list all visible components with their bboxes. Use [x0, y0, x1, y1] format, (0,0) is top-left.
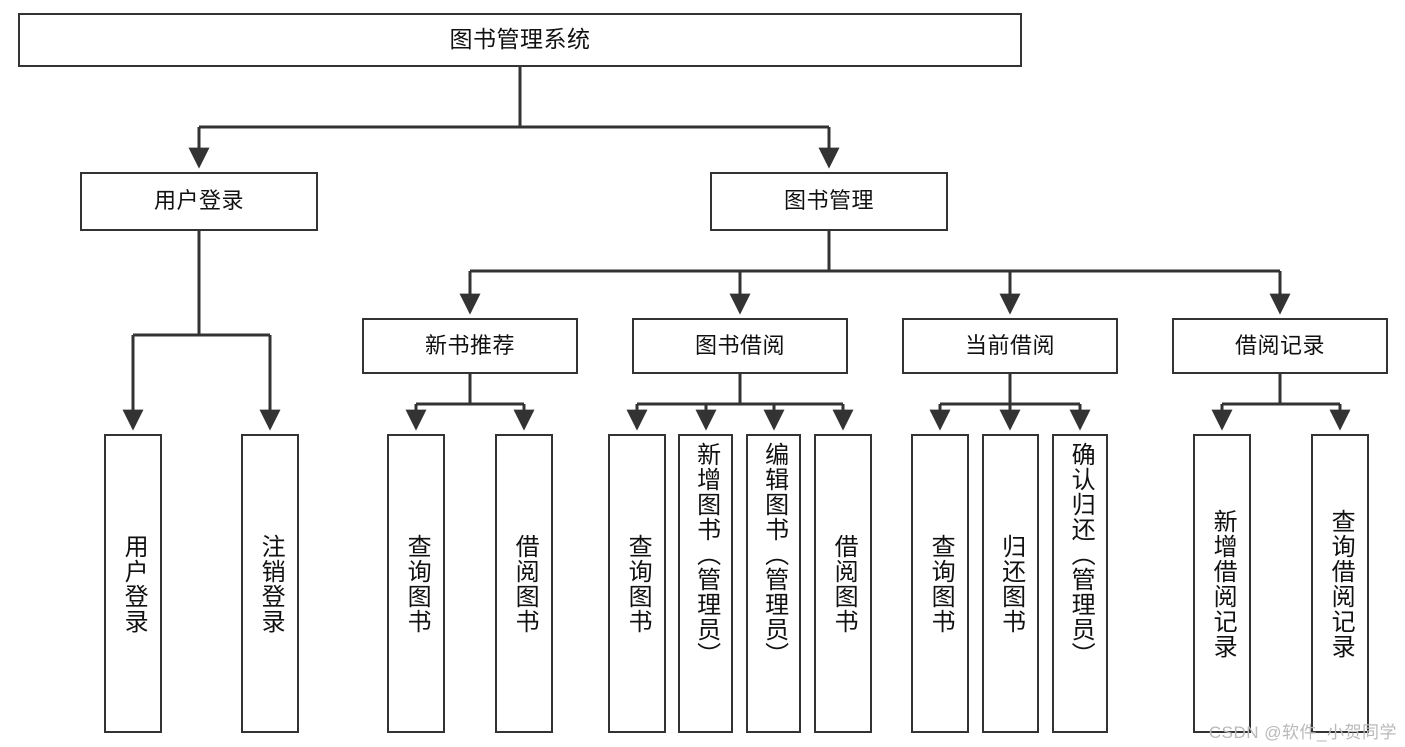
node-new-book-recommend[interactable]: 新书推荐 — [362, 318, 578, 374]
node-leaf-confirm-return-label: 确认归还（管理员） — [1067, 442, 1095, 667]
node-leaf-logout-login[interactable]: 注销登录 — [241, 434, 299, 733]
node-leaf-add-book-label: 新增图书（管理员） — [692, 442, 720, 667]
node-leaf-add-record-label: 新增借阅记录 — [1209, 508, 1237, 659]
node-leaf-edit-book-label: 编辑图书（管理员） — [760, 442, 788, 667]
node-leaf-query-book-2-label: 查询图书 — [624, 533, 652, 634]
node-leaf-add-record[interactable]: 新增借阅记录 — [1193, 434, 1251, 733]
node-book-borrow-label: 图书借阅 — [694, 332, 785, 358]
node-leaf-query-record[interactable]: 查询借阅记录 — [1311, 434, 1369, 733]
node-borrow-record[interactable]: 借阅记录 — [1172, 318, 1388, 374]
node-leaf-borrow-book-1[interactable]: 借阅图书 — [495, 434, 553, 733]
node-current-borrow[interactable]: 当前借阅 — [902, 318, 1118, 374]
node-root-system-label: 图书管理系统 — [449, 26, 591, 53]
node-leaf-borrow-book-1-label: 借阅图书 — [511, 533, 539, 634]
node-root-system[interactable]: 图书管理系统 — [18, 13, 1022, 67]
node-leaf-edit-book[interactable]: 编辑图书（管理员） — [746, 434, 801, 733]
node-leaf-confirm-return[interactable]: 确认归还（管理员） — [1052, 434, 1108, 733]
node-leaf-query-book-3-label: 查询图书 — [927, 533, 955, 634]
node-book-manage[interactable]: 图书管理 — [710, 172, 948, 231]
node-borrow-record-label: 借阅记录 — [1234, 332, 1325, 358]
node-new-book-recommend-label: 新书推荐 — [424, 332, 515, 358]
node-leaf-query-book-1-label: 查询图书 — [403, 533, 431, 634]
node-leaf-return-book[interactable]: 归还图书 — [982, 434, 1039, 733]
node-book-borrow[interactable]: 图书借阅 — [632, 318, 848, 374]
node-leaf-query-book-1[interactable]: 查询图书 — [387, 434, 445, 733]
node-leaf-return-book-label: 归还图书 — [997, 533, 1025, 634]
node-leaf-add-book[interactable]: 新增图书（管理员） — [678, 434, 733, 733]
node-book-manage-label: 图书管理 — [783, 188, 874, 214]
node-leaf-query-record-label: 查询借阅记录 — [1327, 508, 1355, 659]
node-leaf-borrow-book-2-label: 借阅图书 — [830, 533, 858, 634]
node-current-borrow-label: 当前借阅 — [964, 332, 1055, 358]
node-user-login[interactable]: 用户登录 — [80, 172, 318, 231]
node-leaf-query-book-2[interactable]: 查询图书 — [608, 434, 666, 733]
node-leaf-user-login-label: 用户登录 — [120, 533, 148, 634]
node-leaf-query-book-3[interactable]: 查询图书 — [911, 434, 969, 733]
node-leaf-user-login[interactable]: 用户登录 — [104, 434, 162, 733]
node-leaf-logout-login-label: 注销登录 — [257, 533, 285, 634]
node-user-login-label: 用户登录 — [153, 188, 244, 214]
node-leaf-borrow-book-2[interactable]: 借阅图书 — [814, 434, 872, 733]
